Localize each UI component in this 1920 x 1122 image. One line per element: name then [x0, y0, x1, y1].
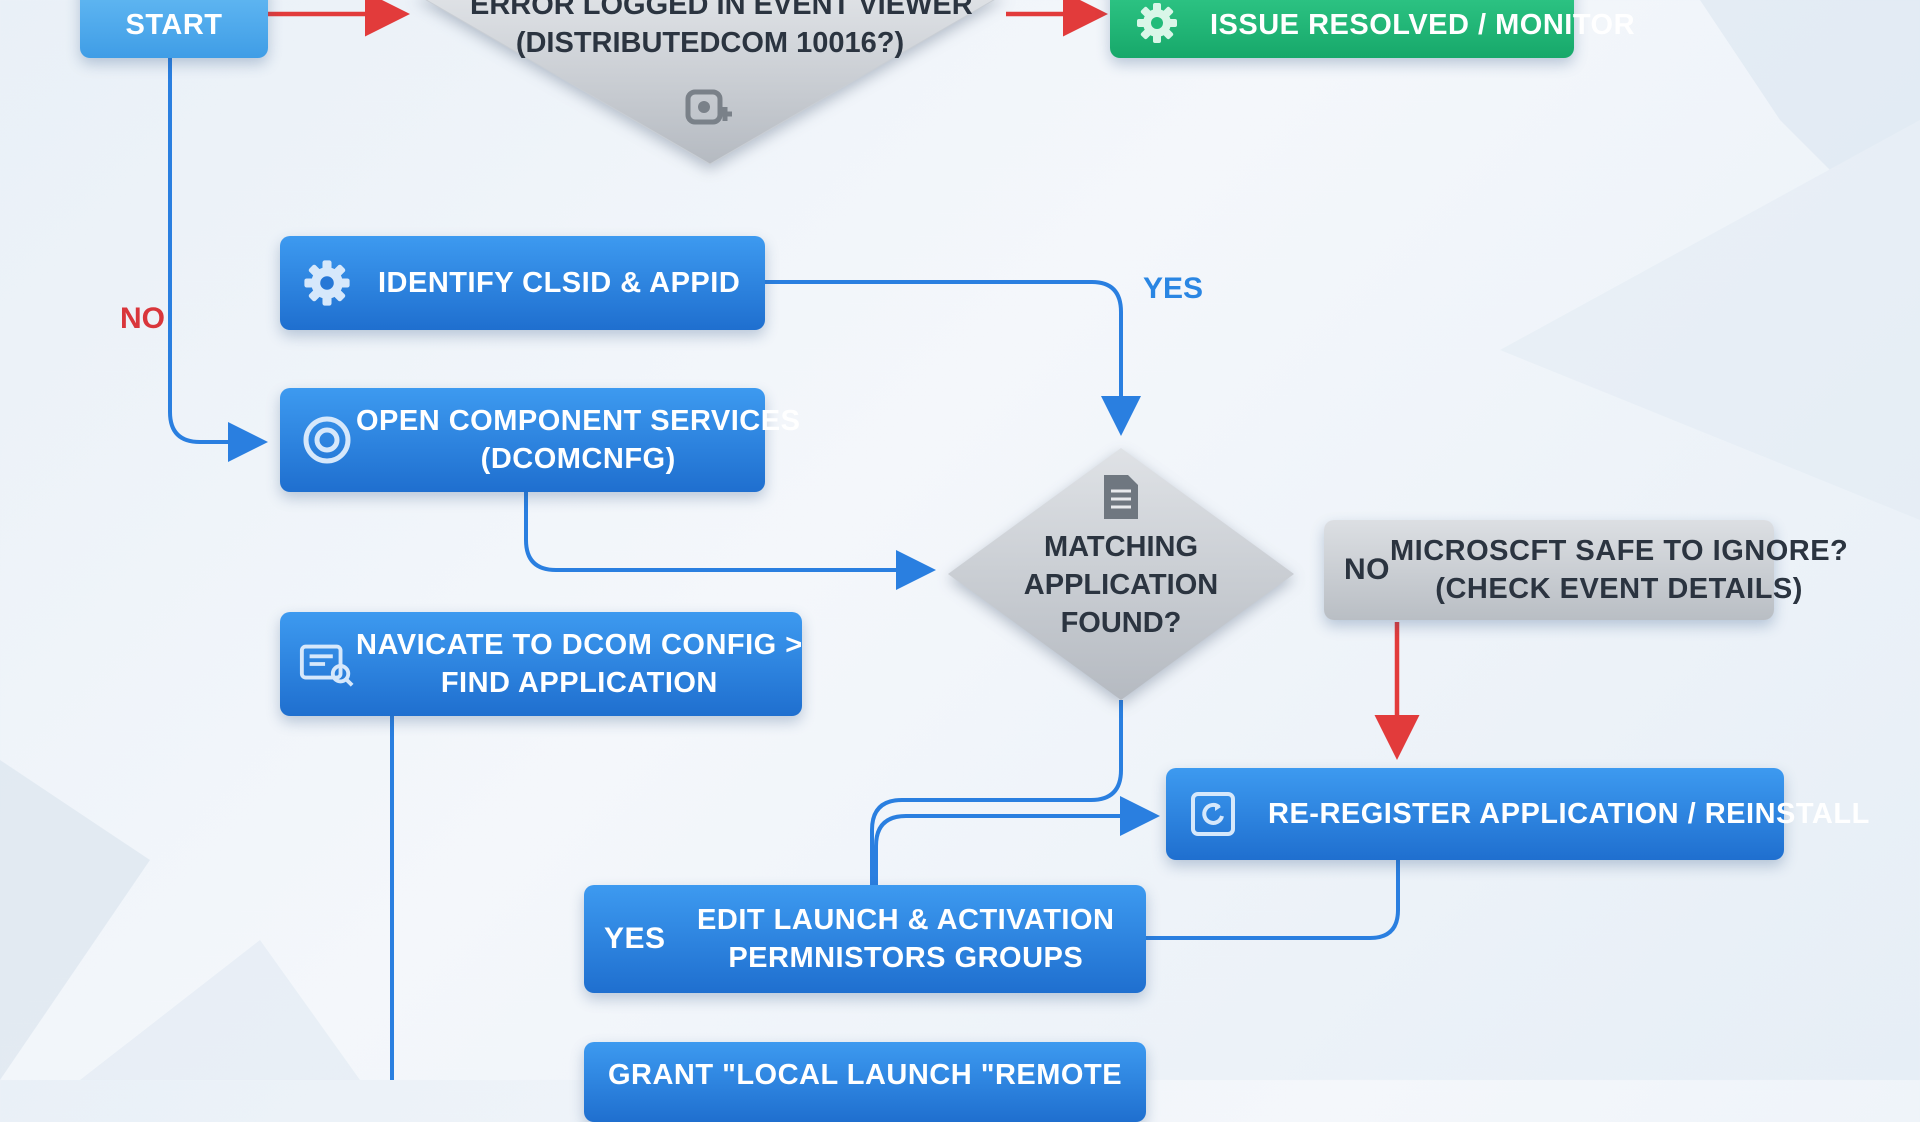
- issue-resolved-node[interactable]: ISSUE RESOLVED / MONITOR: [1110, 0, 1635, 58]
- navigate-label: NAVICATE TO DCOM CONFIG > FIND APPLICATI…: [356, 626, 803, 702]
- dcom-icon: [685, 89, 732, 125]
- grant-label: GRANT "LOCAL LAUNCH "REMOTE: [607, 1059, 1123, 1091]
- arrow-identify-to-matching: [765, 280, 1141, 436]
- microsoft-no-tag: NO: [1344, 553, 1390, 586]
- edge-label-yes: YES: [1143, 272, 1204, 305]
- issue-resolved-label: ISSUE RESOLVED / MONITOR: [1210, 9, 1636, 41]
- config-search-icon: [298, 635, 356, 693]
- error-logged-line1: ERROR LOGGED IN EVENT VIEWER: [470, 0, 973, 21]
- matching-application-text: MATCHING APPLICATION FOUND?: [1011, 528, 1231, 642]
- connector-layer: [168, 0, 1420, 1080]
- open-component-line2: (DCOMCNFG): [480, 443, 676, 475]
- open-component-line1: OPEN COMPONENT SERVICES: [356, 405, 801, 437]
- matching-line2: APPLICATION: [1023, 569, 1219, 601]
- edit-line2: PERMNISTORS GROUPS: [728, 942, 1084, 974]
- matching-line1: MATCHING: [1043, 531, 1199, 563]
- error-logged-line2: (DISTRIBUTEDCOM 10016?): [515, 27, 905, 59]
- arrow-open-to-matching: [524, 492, 936, 590]
- arrow-matching-to-reregister: [870, 700, 1123, 885]
- edit-launch-activation-node[interactable]: YES EDIT LAUNCH & ACTIVATION PERMNISTORS…: [584, 885, 1146, 993]
- open-component-services-label: OPEN COMPONENT SERVICES (DCOMCNFG): [356, 402, 800, 478]
- document-icon: [1104, 475, 1138, 519]
- navigate-line2: FIND APPLICATION: [440, 667, 718, 699]
- navigate-dcom-config-node[interactable]: NAVICATE TO DCOM CONFIG > FIND APPLICATI…: [280, 612, 802, 716]
- matching-line3: FOUND?: [1060, 607, 1182, 639]
- edit-yes-tag: YES: [604, 922, 666, 955]
- identify-clsid-label: IDENTIFY CLSID & APPID: [378, 267, 741, 299]
- background-decoration: [0, 0, 1920, 1080]
- edge-label-no: NO: [120, 302, 165, 335]
- microsoft-line1: MICROSCFT SAFE TO IGNORE?: [1390, 535, 1849, 567]
- start-node[interactable]: START: [80, 0, 268, 58]
- reregister-application-node[interactable]: RE-REGISTER APPLICATION / REINSTALL: [1166, 768, 1869, 860]
- edit-launch-label: EDIT LAUNCH & ACTIVATION PERMNISTORS GRO…: [666, 901, 1146, 977]
- navigate-line1: NAVICATE TO DCOM CONFIG >: [356, 629, 803, 661]
- target-icon: [298, 411, 356, 469]
- microsoft-safe-label: MICROSCFT SAFE TO IGNORE? (CHECK EVENT D…: [1390, 532, 1848, 608]
- arrow-no-to-open-component: [168, 58, 268, 462]
- reregister-label: RE-REGISTER APPLICATION / REINSTALL: [1268, 798, 1870, 830]
- microsoft-safe-to-ignore-node[interactable]: NO MICROSCFT SAFE TO IGNORE? (CHECK EVEN…: [1324, 520, 1848, 620]
- grant-local-launch-node[interactable]: GRANT "LOCAL LAUNCH "REMOTE: [584, 1042, 1146, 1122]
- edit-line1: EDIT LAUNCH & ACTIVATION: [697, 904, 1115, 936]
- open-component-services-node[interactable]: OPEN COMPONENT SERVICES (DCOMCNFG): [280, 388, 800, 492]
- arrow-edit-to-reregister: [874, 796, 1160, 885]
- identify-clsid-node[interactable]: IDENTIFY CLSID & APPID: [280, 236, 765, 330]
- gear-icon: [298, 254, 356, 312]
- arrow-reregister-to-edit: [1146, 860, 1400, 940]
- gear-icon: [1128, 0, 1186, 52]
- refresh-icon: [1184, 785, 1242, 843]
- decision-matching-application: [948, 448, 1294, 700]
- microsoft-line2: (CHECK EVENT DETAILS): [1435, 573, 1803, 605]
- decision-error-logged: [425, 0, 995, 165]
- start-label: START: [125, 9, 223, 41]
- error-logged-text: ERROR LOGGED IN EVENT VIEWER (DISTRIBUTE…: [470, 0, 973, 62]
